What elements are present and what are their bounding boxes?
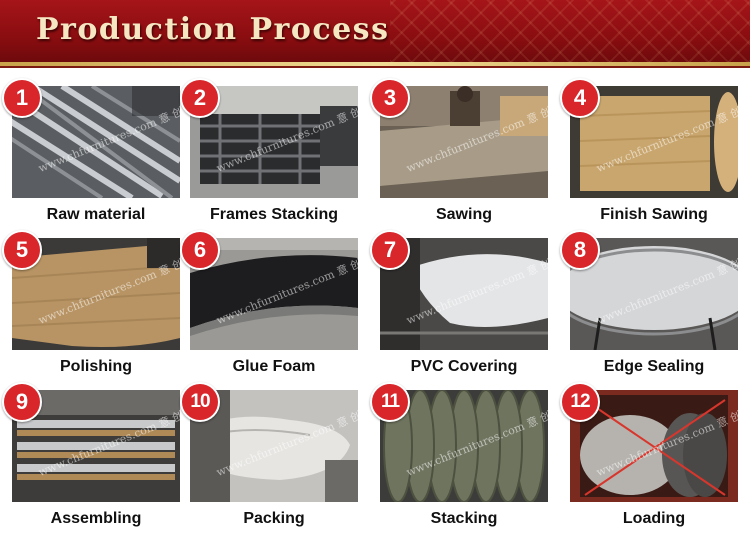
- step-number-badge: 10: [180, 382, 220, 422]
- step-label: Loading: [622, 510, 686, 527]
- step-number-badge: 3: [370, 78, 410, 118]
- step-number-badge: 8: [560, 230, 600, 270]
- step-photo-polishing: www.chfurnitures.com 意 创 家 具: [12, 238, 180, 350]
- step-label: Polishing: [60, 358, 132, 375]
- step-number-badge: 11: [370, 382, 410, 422]
- step-label: Finish Sawing: [600, 206, 708, 223]
- step-label: Raw material: [46, 206, 146, 223]
- step-label: Edge Sealing: [603, 358, 705, 375]
- page-title: Production Process: [36, 12, 390, 47]
- step-number-badge: 2: [180, 78, 220, 118]
- step-label: Packing: [243, 510, 305, 527]
- header-banner: Production Process: [0, 0, 750, 62]
- dark-divider: [0, 66, 750, 68]
- step-number-badge: 7: [370, 230, 410, 270]
- step-number-badge: 6: [180, 230, 220, 270]
- step-number-badge: 4: [560, 78, 600, 118]
- step-number-badge: 12: [560, 382, 600, 422]
- gold-divider: [0, 62, 750, 66]
- step-number-badge: 5: [2, 230, 42, 270]
- step-label: PVC Covering: [410, 358, 518, 375]
- step-label: Glue Foam: [232, 358, 316, 375]
- step-label: Sawing: [435, 206, 492, 223]
- step-label: Frames Stacking: [209, 206, 339, 223]
- step-number-badge: 9: [2, 382, 42, 422]
- step-number-badge: 1: [2, 78, 42, 118]
- step-label: Assembling: [50, 510, 142, 527]
- step-photo-finish-sawing: www.chfurnitures.com 意 创 家 具: [570, 86, 738, 198]
- step-photo-raw-material: www.chfurnitures.com 意 创 家 具: [12, 86, 180, 198]
- step-label: Stacking: [430, 510, 498, 527]
